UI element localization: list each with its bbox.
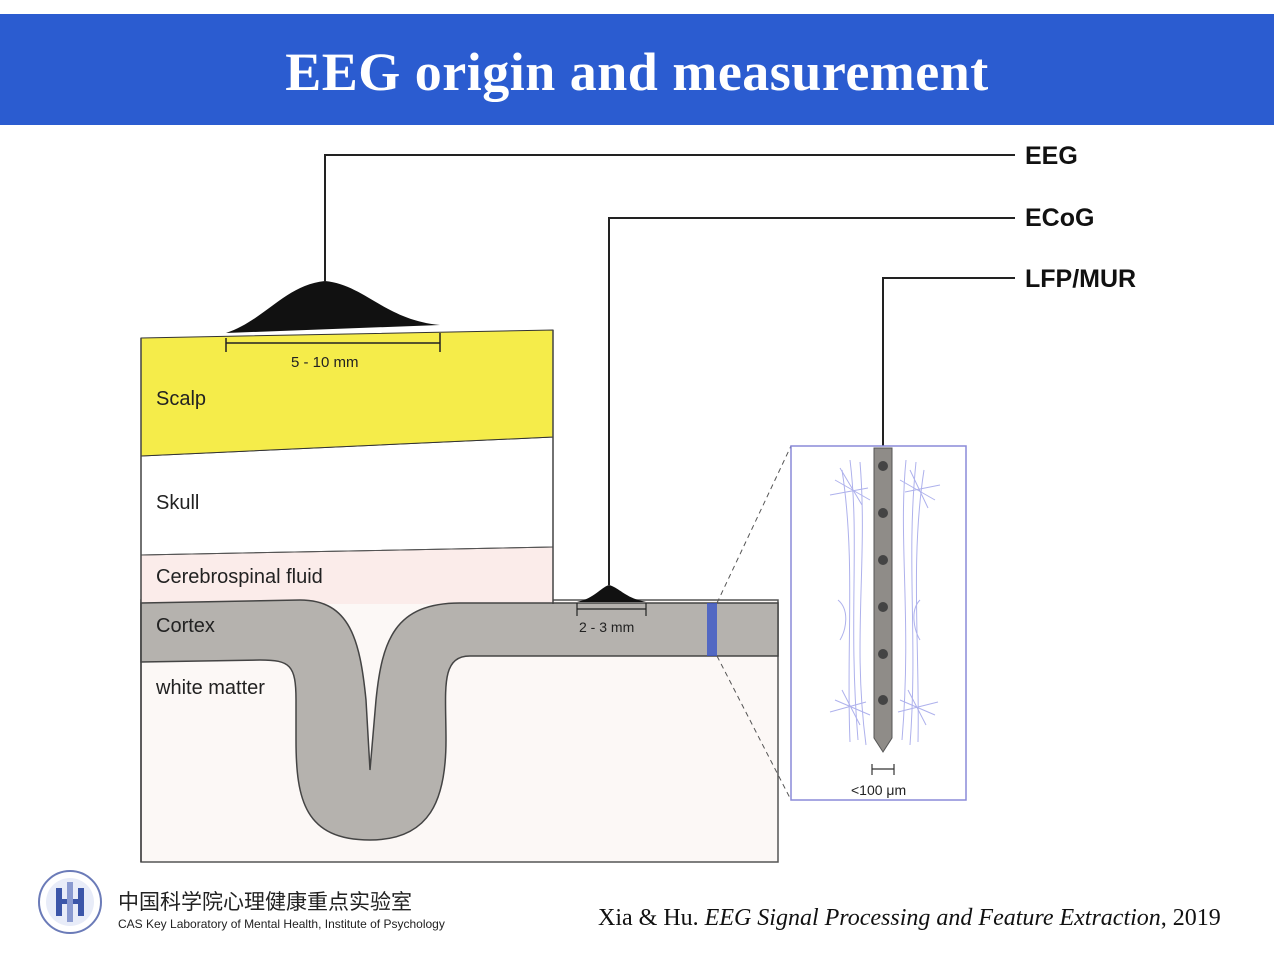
eeg-size-label: 5 - 10 mm: [291, 354, 359, 371]
white-matter-label: white matter: [155, 677, 265, 699]
csf-label: Cerebrospinal fluid: [156, 566, 323, 588]
citation-year: , 2019: [1160, 905, 1221, 931]
cortical-column-marker: [707, 603, 717, 656]
lab-logo-icon: [38, 870, 102, 934]
lab-name-chinese: 中国科学院心理健康重点实验室: [118, 890, 412, 914]
citation-authors: Xia & Hu.: [598, 905, 705, 931]
cortex-layer: [140, 599, 779, 841]
probe-size-label: <100 μm: [851, 782, 906, 798]
scalp-label: Scalp: [156, 388, 206, 410]
tissue-block: [140, 329, 779, 863]
eeg-electrode: [225, 154, 1015, 352]
csf-layer: [141, 547, 553, 604]
eeg-label: EEG: [1025, 142, 1078, 170]
lfp-lead: [882, 277, 1015, 448]
zoom-line-top: [716, 445, 792, 604]
probe-shaft: [873, 447, 893, 753]
ecog-size-label: 2 - 3 mm: [579, 619, 634, 635]
skull-label: Skull: [156, 492, 199, 514]
neuron-fibers: [829, 459, 941, 746]
ecog-electrode: [576, 217, 1015, 616]
citation: Xia & Hu. EEG Signal Processing and Feat…: [598, 905, 1221, 932]
slide-title: EEG origin and measurement: [285, 42, 989, 102]
title-bar: EEG origin and measurement: [0, 14, 1274, 125]
ecog-label: ECoG: [1025, 204, 1094, 232]
cortex-label: Cortex: [156, 615, 215, 637]
lab-name-english: CAS Key Laboratory of Mental Health, Ins…: [118, 917, 445, 931]
lfp-label: LFP/MUR: [1025, 265, 1136, 293]
skull-layer: [140, 436, 554, 556]
citation-title: EEG Signal Processing and Feature Extrac…: [704, 905, 1161, 931]
zoom-inset: [790, 445, 967, 801]
